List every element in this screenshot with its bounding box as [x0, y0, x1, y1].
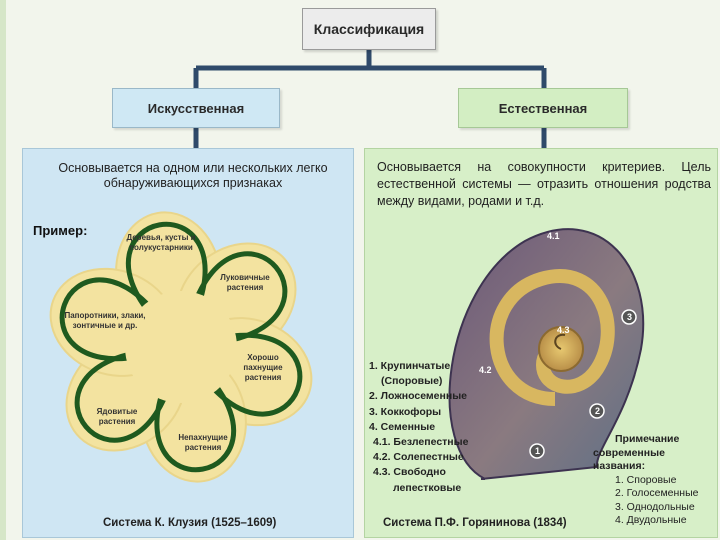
artificial-caption: Система К. Клузия (1525–1609) [103, 517, 277, 529]
petal-label: Луковичные растения [220, 273, 270, 292]
connector-lines [193, 50, 547, 148]
shell-marker [529, 443, 545, 459]
list-item: 2. Ложносеменные [369, 390, 468, 403]
classification-title: Классификация [302, 8, 436, 50]
shell-spiral-line [554, 333, 566, 350]
list-item: 3. Коккофоры [369, 405, 442, 418]
shell-marker [589, 403, 605, 419]
petal-outline [125, 221, 208, 319]
petal-outline [154, 375, 237, 473]
petal-outline [74, 349, 172, 443]
artificial-classification-header: Искусственная [112, 88, 280, 128]
note-title: Примечание [615, 433, 680, 445]
natural-panel: Основывается на совокупности критериев. … [364, 148, 718, 538]
shell-label: 4.1 [547, 231, 560, 241]
list-item: 4.2. Солепестные [373, 451, 464, 464]
shell-label: 1 [535, 446, 541, 456]
flower-diagram [49, 211, 313, 483]
petal-outline [59, 277, 159, 362]
petal-label: Деревья, кусты и полукустарники [126, 233, 196, 252]
note-item: 4. Двудольные [615, 514, 687, 526]
artificial-panel: Основывается на одном или нескольких лег… [22, 148, 354, 538]
list-item: 4.3. Свободно [373, 466, 446, 479]
list-item: 4. Семенные [369, 420, 436, 433]
note-block: Примечание современные названия: 1. Спор… [593, 433, 717, 528]
note-subtitle: современные названия: [593, 446, 665, 473]
petal-label: Хорошо пахнущие растения [243, 353, 283, 382]
shell-label: 4.2 [479, 365, 492, 375]
natural-description: Основывается на совокупности критериев. … [377, 160, 711, 208]
shell-whorl [489, 269, 615, 406]
shell-label: 3 [627, 312, 633, 322]
note-item: 2. Голосеменные [615, 487, 699, 499]
list-item: (Споровые) [381, 375, 443, 388]
natural-classification-header: Естественная [458, 88, 628, 128]
shell-marker [621, 309, 637, 325]
shell-diagram [448, 228, 645, 480]
petal-label: Ядовитые растения [96, 407, 138, 426]
shell-label: 4.3 [557, 325, 570, 335]
example-label: Пример: [33, 223, 88, 238]
petal-label: Непахнущие растения [178, 433, 228, 452]
natural-caption: Система П.Ф. Горянинова (1834) [383, 517, 567, 529]
note-item: 3. Однодольные [615, 500, 695, 513]
petal-label: Папоротники, злаки, зонтичные и др. [64, 311, 146, 330]
petal-outline [203, 332, 303, 417]
artificial-description: Основывается на одном или нескольких лег… [58, 161, 328, 190]
petal-outline [190, 251, 288, 345]
shell-label: 2 [595, 406, 601, 416]
list-item: лепестковые [393, 481, 462, 494]
list-item: 1. Крупинчатые [369, 360, 451, 372]
list-item: 4.1. Безлепестные [373, 436, 469, 449]
natural-groups-list: 1. Крупинчатые (Споровые) 2. Ложносеменн… [369, 359, 468, 496]
note-item: 1. Споровые [615, 473, 677, 486]
